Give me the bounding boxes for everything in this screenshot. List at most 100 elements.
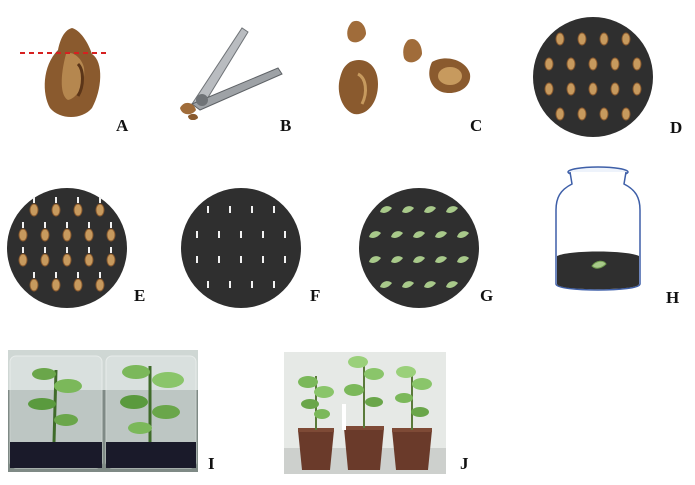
panel-b: B: [170, 20, 310, 140]
seedling: [424, 281, 436, 288]
embryo: [229, 281, 231, 288]
embryo: [218, 256, 220, 263]
panel-label-j: J: [460, 454, 469, 473]
seedling: [369, 231, 381, 238]
seed: [588, 57, 598, 71]
panel-label-g: G: [480, 286, 494, 305]
panel-label-d: D: [670, 118, 683, 137]
panel-i: I: [8, 350, 238, 476]
germinating-seed: [18, 222, 28, 242]
seedling: [435, 231, 447, 238]
germinating-seed: [84, 247, 94, 267]
embryo: [207, 281, 209, 288]
germinating-seed: [62, 222, 72, 242]
panel-c: C: [330, 12, 490, 140]
germinating-seed: [95, 197, 105, 217]
panel-label-e: E: [134, 286, 146, 305]
embryo: [207, 206, 209, 213]
seed: [555, 32, 565, 46]
panel-label-i: I: [208, 454, 215, 473]
panel-label-a: A: [116, 116, 129, 135]
panel-label-c: C: [470, 116, 483, 135]
germinating-seed: [40, 222, 50, 242]
germinating-seed: [51, 272, 61, 292]
seed: [632, 82, 642, 96]
dish-with-seeds: [533, 17, 653, 137]
culture-jar: [555, 166, 641, 291]
panel-g: G: [354, 186, 519, 312]
seed: [632, 57, 642, 71]
germinating-seed: [51, 197, 61, 217]
embryo: [229, 206, 231, 213]
seedling: [457, 256, 469, 263]
dish-with-embryos: [181, 188, 301, 308]
seedling: [391, 231, 403, 238]
potted-plants-photo: [284, 352, 446, 474]
seed: [566, 57, 576, 71]
seed: [621, 107, 631, 121]
germinating-seed: [106, 247, 116, 267]
embryo: [251, 281, 253, 288]
embryo: [273, 206, 275, 213]
seed: [610, 82, 620, 96]
panel-h: H: [550, 164, 690, 312]
embryo: [251, 206, 253, 213]
dish-with-seedlings: [359, 188, 479, 308]
dish-with-germinating-seeds: [7, 188, 127, 308]
seedling: [413, 256, 425, 263]
nail-clipper-icon: [180, 27, 283, 120]
seed: [577, 107, 587, 121]
panel-e: E: [4, 186, 169, 312]
seedling: [402, 281, 414, 288]
seed: [599, 32, 609, 46]
panel-f: F: [178, 186, 343, 312]
seed: [544, 57, 554, 71]
embryo: [196, 256, 198, 263]
seed: [588, 82, 598, 96]
seedling: [435, 256, 447, 263]
seedling: [402, 206, 414, 213]
embryo: [284, 256, 286, 263]
seedling: [369, 256, 381, 263]
seedling: [457, 231, 469, 238]
embryo: [273, 281, 275, 288]
embryo: [218, 231, 220, 238]
seed: [599, 107, 609, 121]
germinating-seed: [95, 272, 105, 292]
seed: [610, 57, 620, 71]
panel-label-f: F: [310, 286, 321, 305]
panel-a: A: [20, 20, 140, 140]
germinating-seed: [106, 222, 116, 242]
panel-j: J: [284, 352, 494, 476]
seed-with-cut-line: [20, 28, 110, 117]
seedling: [446, 206, 458, 213]
panel-label-h: H: [666, 288, 680, 307]
panel-d: D: [530, 14, 690, 140]
germinating-seed: [29, 272, 39, 292]
seedling: [413, 231, 425, 238]
seed: [555, 107, 565, 121]
germinating-seed: [18, 247, 28, 267]
germinating-seed: [29, 197, 39, 217]
embryo: [262, 231, 264, 238]
germinating-seed: [62, 247, 72, 267]
jars-with-plantlets-photo: [8, 350, 198, 472]
panel-label-b: B: [280, 116, 292, 135]
cut-seed-pieces: [338, 20, 471, 115]
germinating-seed: [84, 222, 94, 242]
embryo: [240, 256, 242, 263]
seed: [544, 82, 554, 96]
seedling: [380, 206, 392, 213]
germinating-seed: [73, 272, 83, 292]
seed: [621, 32, 631, 46]
seedling: [391, 256, 403, 263]
germinating-seed: [40, 247, 50, 267]
seedling: [446, 281, 458, 288]
embryo: [196, 231, 198, 238]
embryo: [262, 256, 264, 263]
embryo: [240, 231, 242, 238]
germinating-seed: [73, 197, 83, 217]
embryo: [284, 231, 286, 238]
seedling: [380, 281, 392, 288]
seed: [566, 82, 576, 96]
